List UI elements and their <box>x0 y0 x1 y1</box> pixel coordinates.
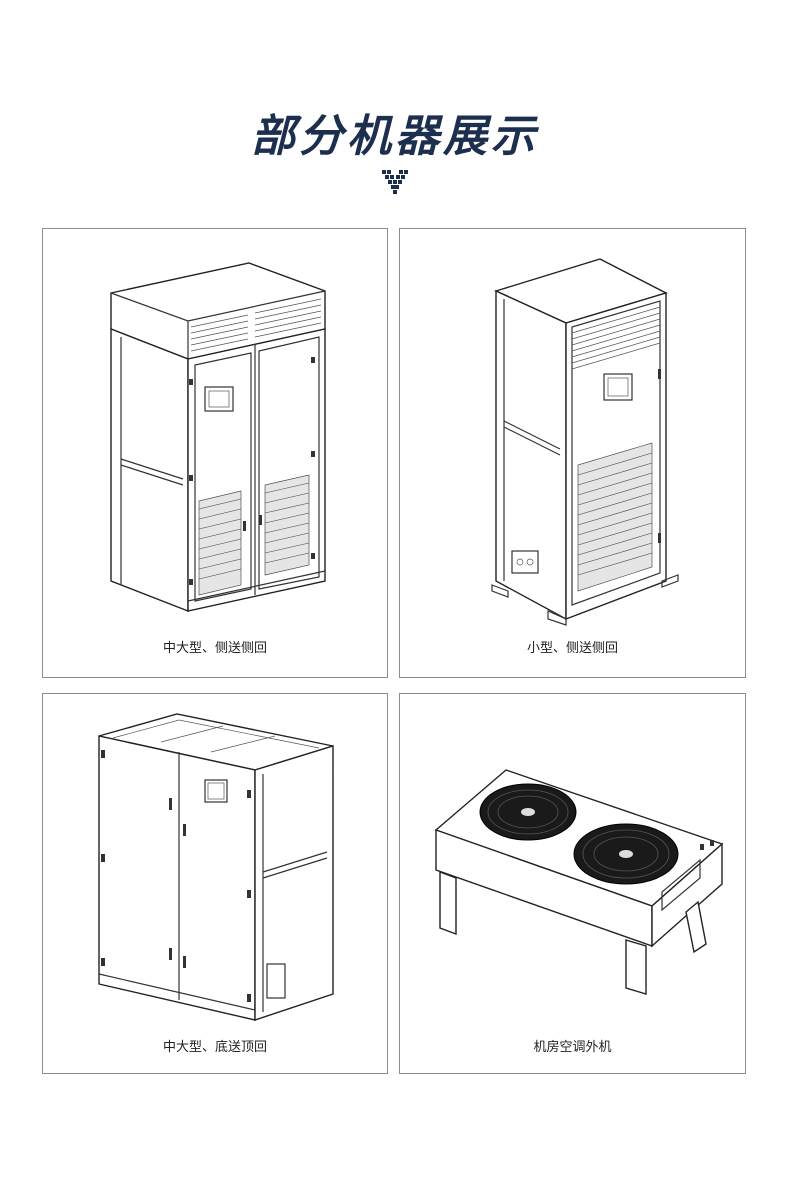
small-side-unit-illustration <box>491 258 679 626</box>
product-card-large-bottom: 中大型、底送顶回 <box>42 693 388 1074</box>
product-card-small-side: 小型、侧送侧回 <box>399 228 746 678</box>
product-caption: 小型、侧送侧回 <box>526 641 618 656</box>
page-title: 部分机器展示 <box>251 111 539 162</box>
logo-mark-icon <box>382 170 408 194</box>
product-card-large-side: 中大型、侧送侧回 <box>42 228 388 678</box>
product-caption: 中大型、底送顶回 <box>162 1040 267 1055</box>
large-bottom-unit-illustration <box>98 713 334 1021</box>
product-caption: 中大型、侧送侧回 <box>162 641 267 656</box>
large-side-unit-illustration <box>110 262 326 613</box>
product-caption: 机房空调外机 <box>533 1040 612 1055</box>
outdoor-unit-illustration <box>434 769 724 995</box>
product-card-outdoor: 机房空调外机 <box>399 693 746 1074</box>
